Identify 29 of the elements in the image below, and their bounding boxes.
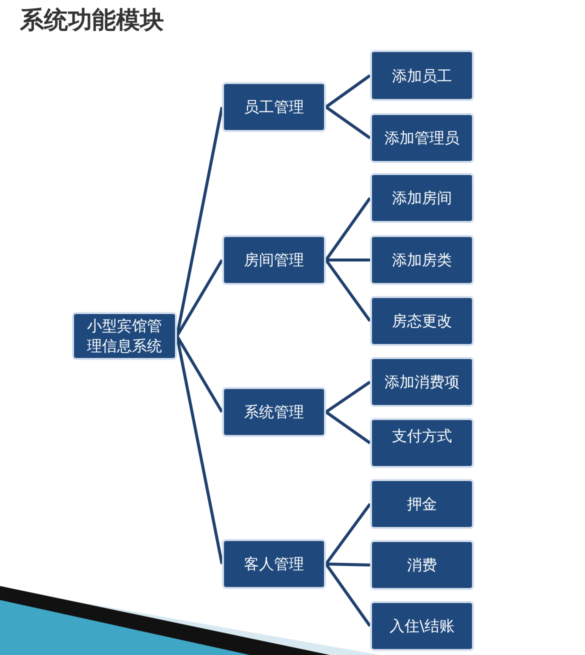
process-box: 押金 xyxy=(370,479,474,529)
process-box: 添加员工 xyxy=(370,50,474,101)
connector-line xyxy=(326,258,370,262)
connector-line xyxy=(324,259,372,322)
process-box: 添加消费项 xyxy=(370,357,474,407)
process-box: 添加管理员 xyxy=(370,113,474,163)
connector-line xyxy=(324,503,372,565)
process-box: 客人管理 xyxy=(222,539,326,589)
connector-line xyxy=(176,259,224,337)
connector-line xyxy=(324,197,372,261)
connector-line xyxy=(325,410,371,444)
connector-line xyxy=(325,106,371,140)
title: 系统功能模块 xyxy=(20,5,164,36)
process-box: 添加房间 xyxy=(370,173,474,223)
connector-line xyxy=(325,380,371,414)
process-box: 入住\结账 xyxy=(370,601,474,651)
process-box: 房态更改 xyxy=(370,296,474,346)
process-box: 添加房类 xyxy=(370,235,474,285)
process-box: 小型宾馆管理信息系统 xyxy=(72,312,177,360)
process-box: 员工管理 xyxy=(222,82,326,132)
process-box: 消费 xyxy=(370,540,474,590)
connector-line xyxy=(324,563,372,627)
process-box: 系统管理 xyxy=(222,387,326,437)
connector-line xyxy=(176,335,224,413)
process-box: 房间管理 xyxy=(222,235,326,285)
connector-line xyxy=(326,562,370,566)
connector-line xyxy=(176,336,224,564)
process-box: 支付方式 xyxy=(370,418,474,468)
connector-line xyxy=(325,74,371,108)
